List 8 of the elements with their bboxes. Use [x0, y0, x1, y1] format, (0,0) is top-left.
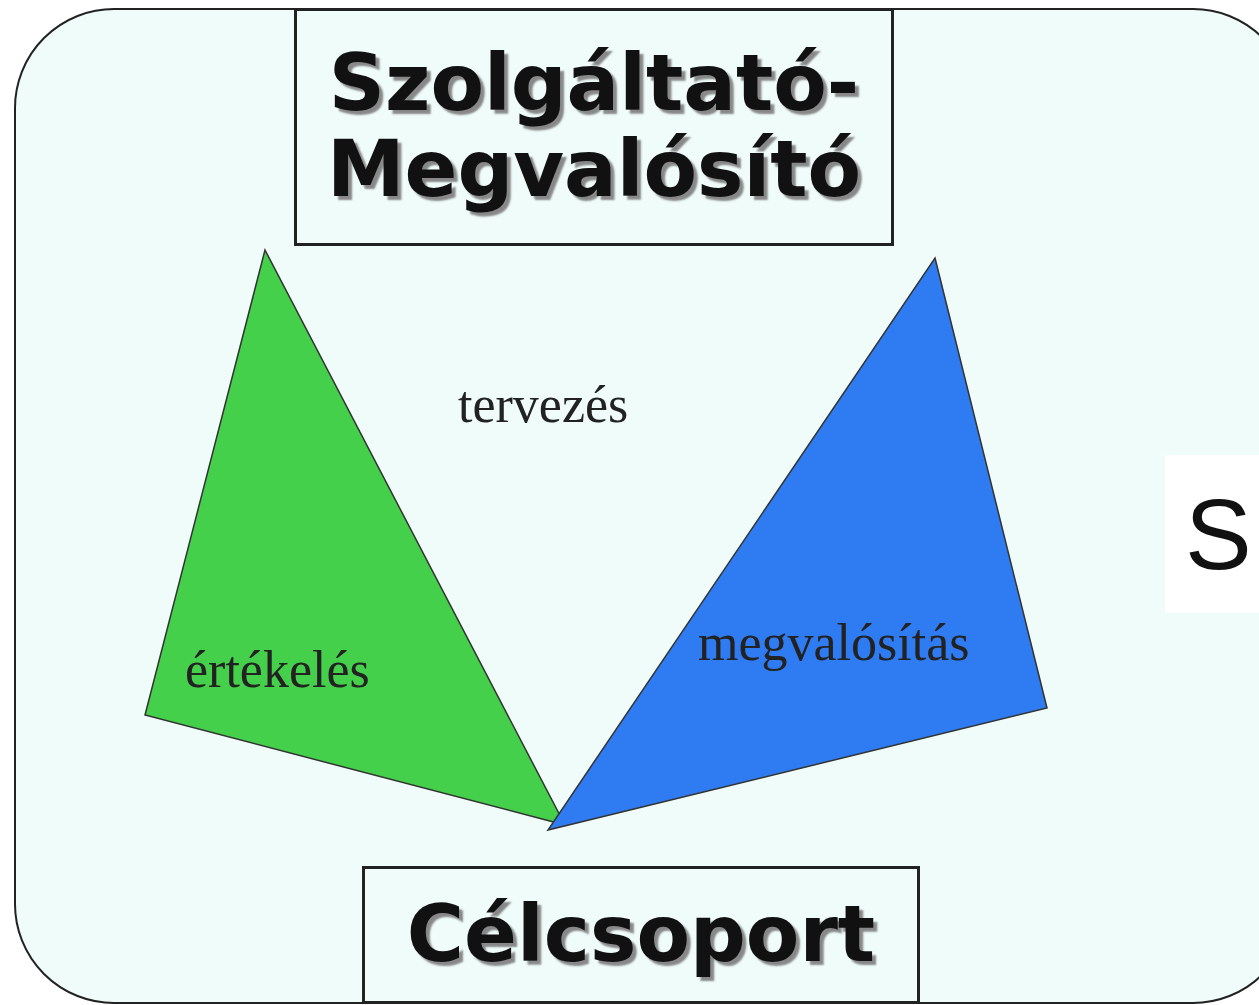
triangle-label: értékelés	[185, 640, 370, 699]
triangle-label: megvalósítás	[698, 613, 970, 672]
title-box	[294, 8, 894, 246]
box-title: Célcsoport	[406, 892, 876, 978]
cut-off-letter: S	[1165, 455, 1259, 613]
text-label: tervezés	[458, 375, 629, 434]
title-box	[362, 866, 920, 1004]
box-title: Szolgáltató- Megvalósító	[325, 41, 863, 213]
